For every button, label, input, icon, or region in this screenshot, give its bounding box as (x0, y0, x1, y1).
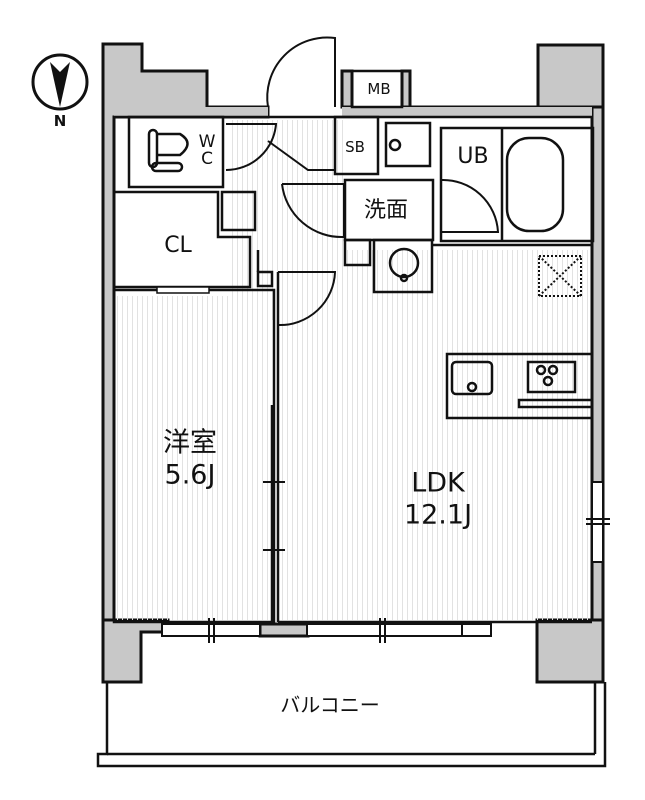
compass-label: N (53, 112, 67, 130)
room-label-ldk: LDK 12.1J (404, 468, 472, 533)
wc-label-line1: W (198, 132, 216, 152)
ldk-size: 12.1J (403, 500, 473, 531)
western-room-floor (117, 296, 272, 620)
western-room-size: 5.6J (164, 460, 216, 491)
western-room-name: 洋室 (163, 427, 217, 459)
room-label-meter-box: MB (367, 80, 391, 98)
room-label-western-room: 洋室 5.6J (163, 428, 217, 493)
wc-label-line2: C (201, 149, 213, 169)
room-label-washroom: 洗面 (363, 197, 409, 223)
balcony-outline (96, 682, 607, 768)
room-label-balcony: バルコニー (280, 693, 380, 717)
room-label-unit-bath: UB (457, 143, 489, 169)
ldk-name: LDK (411, 467, 465, 499)
north-arrow-icon (31, 53, 89, 111)
room-label-wc: W C (199, 134, 216, 168)
room-label-closet: CL (164, 232, 192, 258)
room-label-shoe-box: SB (345, 138, 365, 156)
